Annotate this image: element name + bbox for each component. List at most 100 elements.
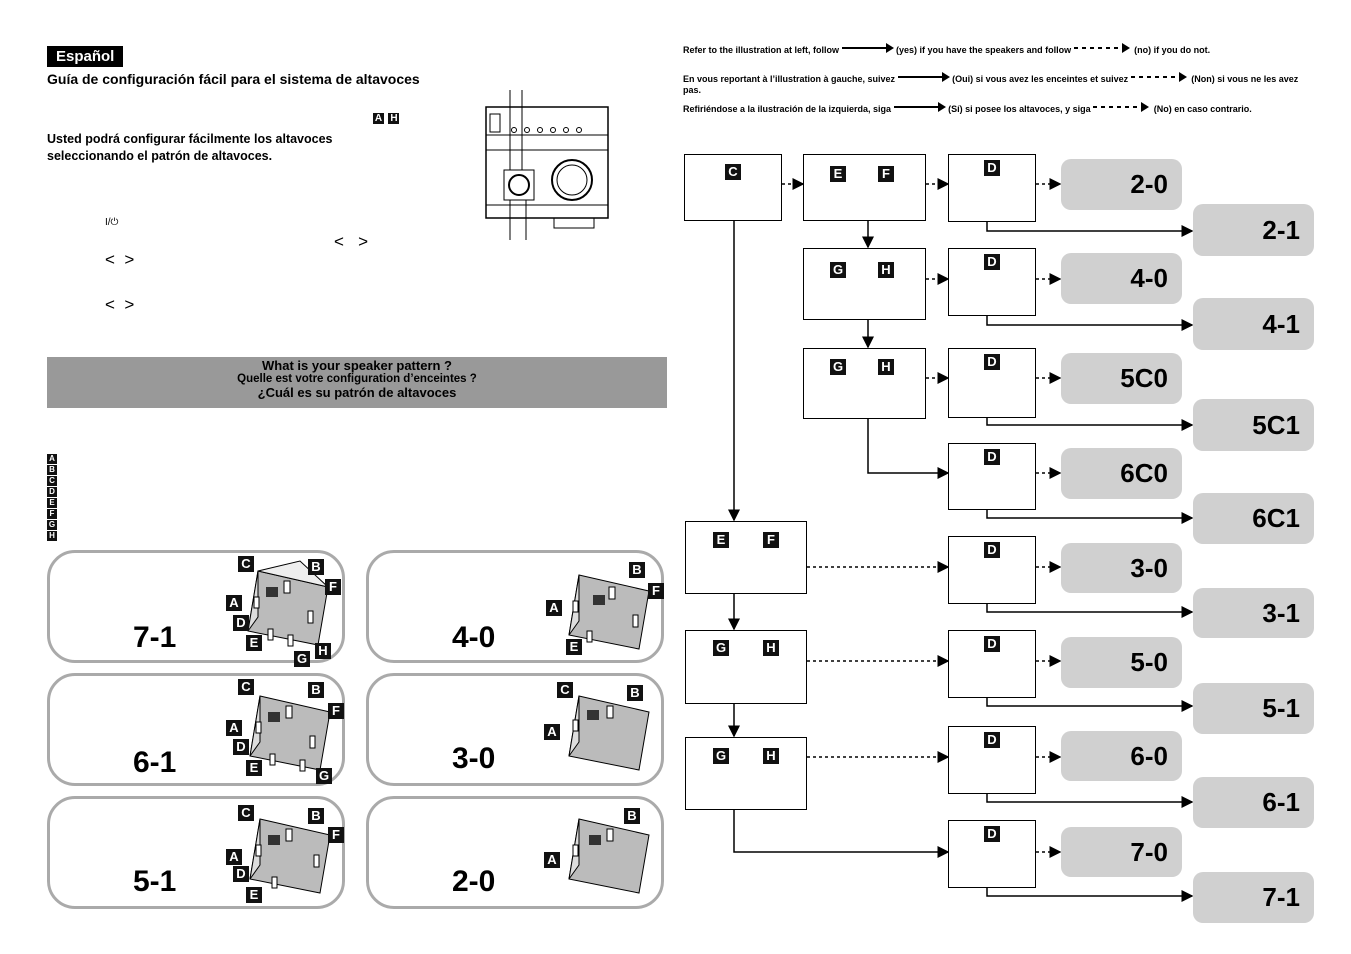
- title-markers: A H: [373, 108, 400, 126]
- room-label-e: E: [566, 639, 582, 655]
- banner-fr: Quelle est votre configuration d’enceint…: [237, 373, 477, 385]
- room-label-d: D: [233, 866, 249, 882]
- pattern-card-7-1: 7-1 C B F A D E G H: [47, 550, 345, 667]
- room-diagram: [568, 695, 650, 771]
- flow-node-gh-3: G H: [685, 630, 807, 704]
- room-diagram: [249, 818, 331, 894]
- result-7-0: 7-0: [1061, 827, 1182, 877]
- solid-arrow-icon: [841, 43, 894, 56]
- node-letter-g: G: [830, 262, 846, 278]
- flow-node-d-8: D: [948, 820, 1036, 888]
- legend-a: A: [47, 454, 57, 464]
- solid-arrow-icon: [897, 72, 950, 85]
- result-2-0: 2-0: [1061, 159, 1182, 210]
- result-4-1: 4-1: [1193, 298, 1314, 350]
- room-label-a: A: [544, 852, 560, 868]
- pattern-label: 2-0: [452, 865, 496, 898]
- legend-h: H: [47, 531, 57, 541]
- instruction-fr-pre: En vous reportant à l’illustration à gau…: [683, 74, 896, 84]
- result-2-1: 2-1: [1193, 204, 1314, 256]
- pattern-label: 6-1: [133, 746, 177, 779]
- room-label-g: G: [316, 768, 332, 784]
- node-letter-h: H: [878, 359, 894, 375]
- power-symbol: I/⏻: [105, 217, 119, 228]
- node-letter-d: D: [984, 449, 1000, 465]
- room-diagram: [568, 818, 650, 894]
- dotted-arrow-icon: [1093, 102, 1151, 115]
- result-5c1: 5C1: [1193, 399, 1314, 451]
- node-letter-c: C: [725, 164, 741, 180]
- result-6-0: 6-0: [1061, 731, 1182, 781]
- instruction-en-no: (no) if you do not.: [1134, 45, 1211, 55]
- flow-node-d-4: D: [948, 443, 1036, 510]
- language-badge: Español: [47, 46, 124, 67]
- arrow-keys-3: < >: [105, 295, 135, 314]
- room-label-c: C: [238, 679, 254, 695]
- result-3-0: 3-0: [1061, 543, 1182, 593]
- flow-node-d-5: D: [948, 536, 1036, 604]
- pattern-card-2-0: 2-0 B A: [366, 796, 664, 909]
- pattern-label: 3-0: [452, 742, 496, 775]
- room-label-d: D: [233, 615, 249, 631]
- instruction-es-no: (No) en caso contrario.: [1153, 104, 1252, 114]
- room-label-b: B: [629, 562, 645, 578]
- instruction-es-pre: Refiriéndose a la ilustración de la izqu…: [683, 104, 892, 114]
- room-label-d: D: [233, 739, 249, 755]
- pattern-card-4-0: 4-0 B F A E: [366, 550, 664, 663]
- instruction-en-pre: Refer to the illustration at left, follo…: [683, 45, 840, 55]
- speaker-pattern-banner: What is your speaker pattern ? Quelle es…: [47, 357, 667, 408]
- flow-node-d-3: D: [948, 348, 1036, 418]
- room-label-e: E: [246, 887, 262, 903]
- marker-a: A: [373, 113, 384, 124]
- instruction-en: Refer to the illustration at left, follo…: [683, 43, 1303, 56]
- room-label-b: B: [308, 808, 324, 824]
- room-label-b: B: [308, 559, 324, 575]
- arrow-keys-2: < >: [105, 250, 135, 269]
- room-label-c: C: [238, 556, 254, 572]
- node-letter-g: G: [713, 748, 729, 764]
- result-6c1: 6C1: [1193, 493, 1314, 544]
- pattern-card-3-0: 3-0 C B A: [366, 673, 664, 786]
- room-label-a: A: [226, 595, 242, 611]
- node-letter-h: H: [763, 748, 779, 764]
- pattern-label: 5-1: [133, 865, 177, 898]
- node-letter-d: D: [984, 160, 1000, 176]
- legend-c: C: [47, 476, 57, 486]
- room-diagram: [568, 574, 650, 650]
- marker-h: H: [388, 113, 400, 124]
- pattern-card-6-1: 6-1 C B F A D E G: [47, 673, 345, 786]
- room-label-a: A: [544, 724, 560, 740]
- room-label-a: A: [226, 849, 242, 865]
- result-6c0: 6C0: [1061, 448, 1182, 499]
- node-letter-g: G: [713, 640, 729, 656]
- room-label-e: E: [246, 635, 262, 651]
- legend-g: G: [47, 520, 57, 530]
- node-letter-e: E: [830, 166, 846, 182]
- flow-node-c: C: [684, 154, 782, 221]
- solid-arrow-icon: [893, 102, 946, 115]
- instruction-fr: En vous reportant à l’illustration à gau…: [683, 72, 1303, 96]
- flow-node-gh-1: G H: [803, 248, 926, 320]
- node-letter-d: D: [984, 636, 1000, 652]
- banner-en: What is your speaker pattern ?: [262, 358, 452, 373]
- result-5-1: 5-1: [1193, 683, 1314, 734]
- room-label-a: A: [546, 600, 562, 616]
- result-5c0: 5C0: [1061, 353, 1182, 404]
- flow-node-gh-4: G H: [685, 737, 807, 810]
- legend-b: B: [47, 465, 57, 475]
- flow-node-gh-2: G H: [803, 348, 926, 419]
- flow-node-d-2: D: [948, 248, 1036, 316]
- room-label-f: F: [648, 583, 664, 599]
- result-3-1: 3-1: [1193, 588, 1314, 638]
- node-letter-h: H: [763, 640, 779, 656]
- result-5-0: 5-0: [1061, 637, 1182, 688]
- flow-node-d-1: D: [948, 154, 1036, 222]
- receiver-illustration: [485, 90, 609, 240]
- flow-node-d-6: D: [948, 630, 1036, 698]
- flow-node-ef-2: E F: [685, 521, 807, 594]
- flow-node-ef-1: E F: [803, 154, 926, 221]
- intro-text: Usted podrá configurar fácilmente los al…: [47, 132, 333, 163]
- pattern-label: 4-0: [452, 621, 496, 654]
- node-letter-e: E: [713, 532, 729, 548]
